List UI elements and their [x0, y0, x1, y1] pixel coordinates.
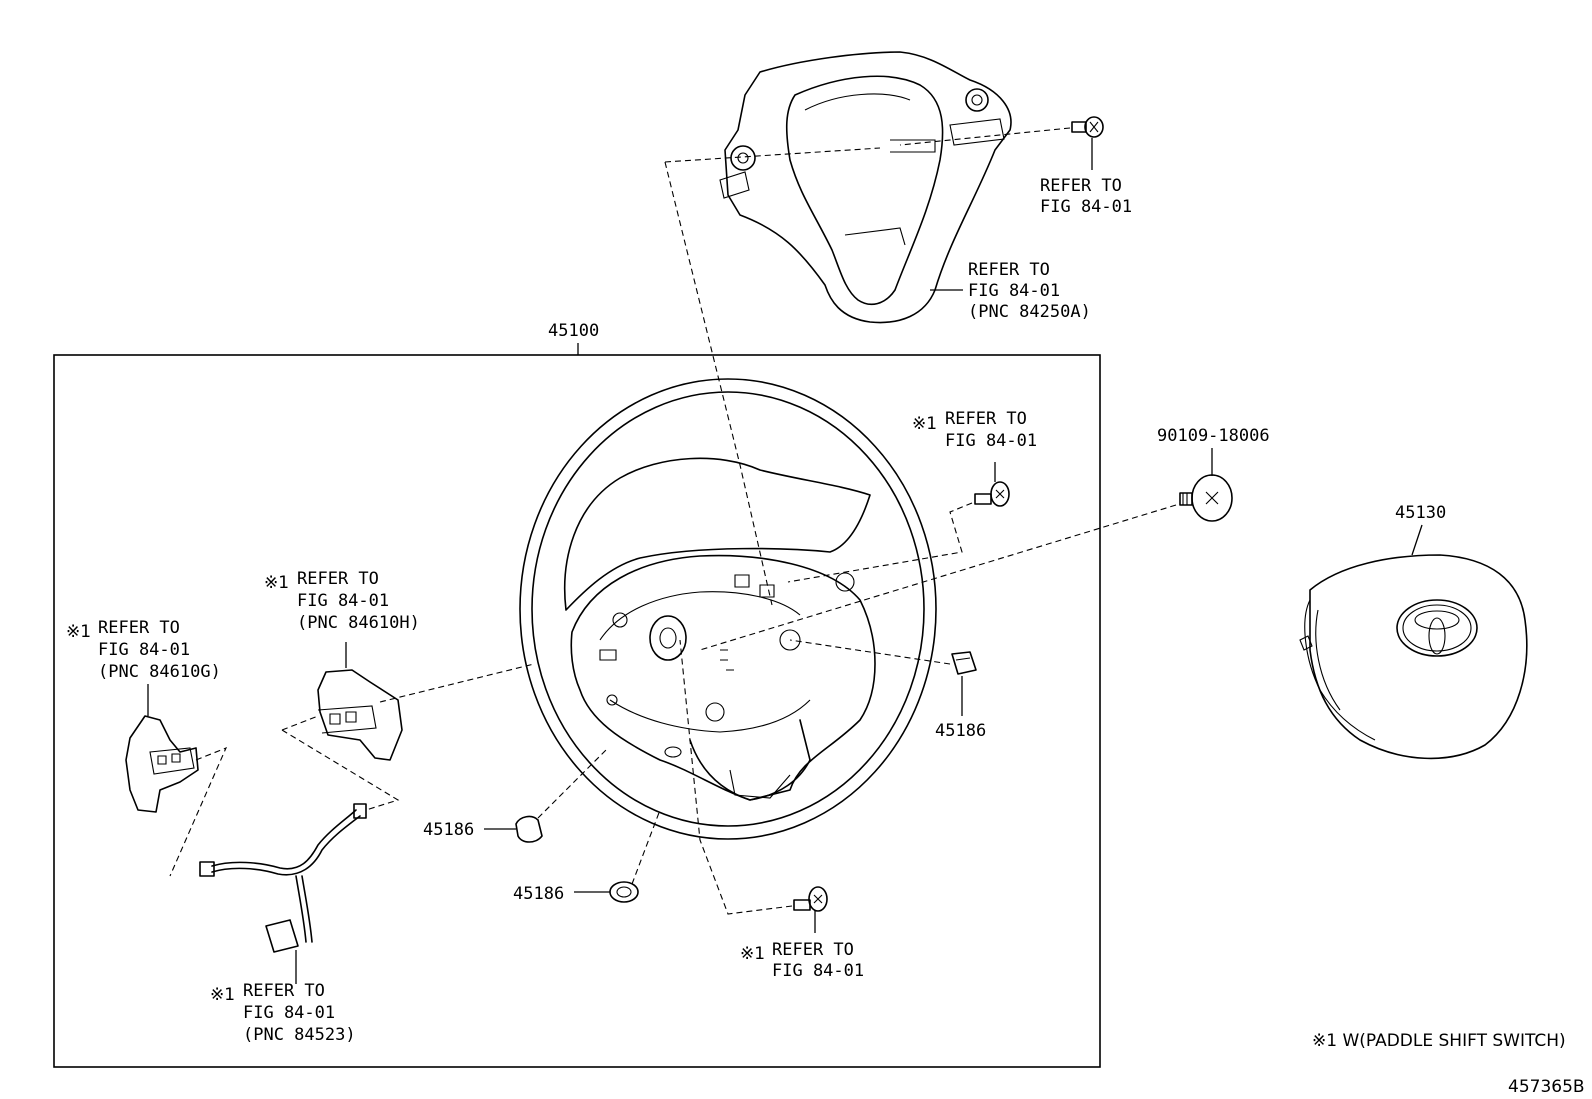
screw-90109-18006[interactable] — [1179, 474, 1233, 522]
part-label-45186-lower[interactable]: 45186 — [513, 884, 564, 904]
ref-cover-line1: REFER TO — [968, 260, 1050, 280]
part-label-45186-middle[interactable]: 45186 — [423, 820, 474, 840]
ref-paddle-left-line2: FIG 84-01 — [98, 640, 190, 660]
cover-screw-top[interactable] — [1071, 116, 1104, 138]
ref-cover-line3: (PNC 84250A) — [968, 302, 1091, 322]
ref-lower-screw-line2: FIG 84-01 — [772, 961, 864, 981]
paddle-shift-switch-right[interactable] — [317, 669, 403, 761]
ref-upper-screw-mark: ※1 — [912, 414, 937, 434]
ref-top-screw-line1: REFER TO — [1040, 176, 1122, 196]
ref-harness-line3: (PNC 84523) — [243, 1025, 356, 1045]
ref-lower-screw-line1: REFER TO — [772, 940, 854, 960]
assembly-frame-45100 — [53, 354, 1101, 1068]
ref-upper-screw-line2: FIG 84-01 — [945, 431, 1037, 451]
ref-harness-line1: REFER TO — [243, 981, 325, 1001]
ref-paddle-right-line1: REFER TO — [297, 569, 379, 589]
ref-cover-line2: FIG 84-01 — [968, 281, 1060, 301]
ref-paddle-right-mark: ※1 — [264, 573, 289, 593]
paddle-screw-upper[interactable] — [974, 481, 1010, 507]
ref-paddle-left-line3: (PNC 84610G) — [98, 662, 221, 682]
paddle-shift-switch-left[interactable] — [125, 715, 199, 813]
clip-45186-lower[interactable] — [609, 881, 639, 903]
ref-paddle-left-line1: REFER TO — [98, 618, 180, 638]
ref-lower-screw-mark: ※1 — [740, 944, 765, 964]
part-label-90109-18006[interactable]: 90109-18006 — [1157, 426, 1270, 446]
clip-45186-right[interactable] — [951, 651, 977, 675]
ref-upper-screw-line1: REFER TO — [945, 409, 1027, 429]
ref-paddle-right-line3: (PNC 84610H) — [297, 613, 420, 633]
ref-top-screw-line2: FIG 84-01 — [1040, 197, 1132, 217]
part-label-45100[interactable]: 45100 — [548, 321, 599, 341]
horn-pad-airbag[interactable] — [1299, 554, 1528, 760]
steering-pad-cover[interactable] — [719, 51, 1012, 324]
catalog-id: 457365B — [1508, 1077, 1585, 1097]
ref-harness-line2: FIG 84-01 — [243, 1003, 335, 1023]
clip-45186-middle[interactable] — [515, 815, 543, 843]
paddle-switch-wire-harness[interactable] — [199, 803, 367, 953]
steering-wheel[interactable] — [519, 378, 937, 840]
ref-paddle-right-line2: FIG 84-01 — [297, 591, 389, 611]
part-label-45186-right[interactable]: 45186 — [935, 721, 986, 741]
footnote-paddle-shift: ※1 W(PADDLE SHIFT SWITCH) — [1312, 1031, 1566, 1051]
part-label-45130[interactable]: 45130 — [1395, 503, 1446, 523]
ref-paddle-left-mark: ※1 — [66, 622, 91, 642]
paddle-screw-lower[interactable] — [793, 886, 828, 912]
ref-harness-mark: ※1 — [210, 985, 235, 1005]
